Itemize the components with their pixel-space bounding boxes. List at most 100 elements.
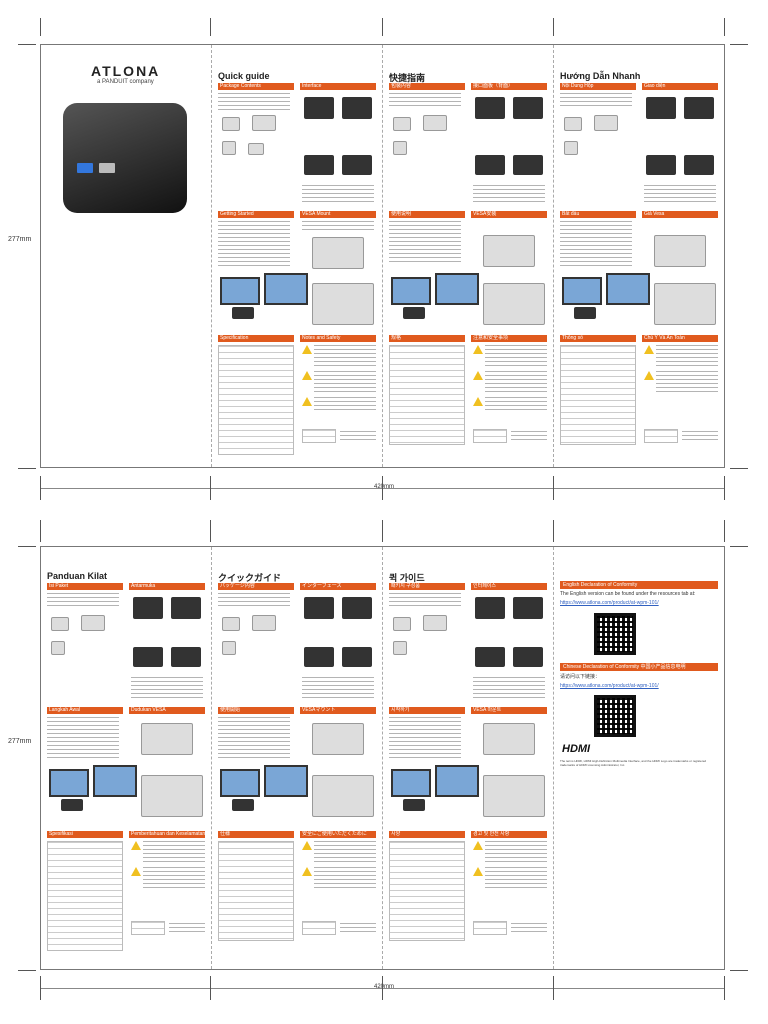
section-heading: 规格 <box>389 335 465 342</box>
section-heading: Notes and Safety <box>300 335 376 342</box>
panel-title: Panduan Kilat <box>47 571 108 581</box>
trim-mark <box>210 520 211 542</box>
section-heading: Spesifikasi <box>47 831 123 838</box>
trim-mark <box>382 976 383 1000</box>
safety-text <box>656 345 718 367</box>
trim-mark <box>724 520 725 542</box>
japanese-panel: クイックガイド パッケージ内容 インターフェース 使用開始 VESAマウント 仕… <box>211 547 382 969</box>
section-heading: Getting Started <box>218 211 294 218</box>
section-heading: Interface <box>300 83 376 90</box>
panel-title: Quick guide <box>218 71 270 81</box>
interface-legend <box>302 677 374 699</box>
body-text <box>560 93 632 109</box>
body-text <box>302 221 374 231</box>
package-item-image <box>564 141 578 155</box>
safety-text <box>314 345 376 367</box>
warning-icon <box>473 371 483 380</box>
section-heading: 包装内容 <box>389 83 465 90</box>
panel-title: クイックガイド <box>218 573 282 583</box>
safety-text <box>485 345 547 367</box>
device-side-image <box>513 647 543 667</box>
monitor-image <box>93 765 137 797</box>
monitor-image <box>562 277 602 305</box>
trim-mark <box>210 18 211 36</box>
interface-legend <box>302 185 374 205</box>
package-item-image <box>564 117 582 131</box>
vesa-diagram <box>654 283 716 325</box>
device-side-image <box>646 155 676 175</box>
warning-icon <box>473 867 483 876</box>
body-text <box>218 93 290 113</box>
device-rear-image <box>513 97 543 119</box>
section-heading: Antarmuka <box>129 583 205 590</box>
device-front-image <box>133 597 163 619</box>
compliance-table <box>644 429 678 443</box>
english-qr-code <box>594 613 636 655</box>
section-heading: パッケージ内容 <box>218 583 294 590</box>
panel-title: Hướng Dẫn Nhanh <box>560 71 641 81</box>
english-declaration-link[interactable]: https://www.atlona.com/product/at-wpm-10… <box>560 600 659 606</box>
chinese-declaration-link[interactable]: https://www.atlona.com/product/at-wpm-10… <box>560 683 659 689</box>
english-panel: Quick guide Package Contents Interface G… <box>211 45 382 467</box>
package-item-image <box>222 141 236 155</box>
hdmi-trademark-note: The terms HDMI, HDMI High-Definition Mul… <box>560 759 707 767</box>
indonesian-panel: Panduan Kilat Isi Paket Antarmuka Langka… <box>41 547 211 969</box>
section-heading: 仕様 <box>218 831 294 838</box>
section-heading: 패키지 구성품 <box>389 583 465 590</box>
device-rear-image <box>342 97 372 119</box>
safety-text <box>314 867 376 889</box>
device-side-image <box>475 155 505 175</box>
section-heading: Giá Vesa <box>642 211 718 218</box>
interface-legend <box>473 677 545 699</box>
vesa-diagram <box>312 723 364 755</box>
monitor-image <box>606 273 650 305</box>
package-item-image <box>423 115 447 131</box>
section-heading: Bắt đầu <box>560 211 636 218</box>
package-item-image <box>393 641 407 655</box>
device-rear-image <box>513 597 543 619</box>
package-item-image <box>252 615 276 631</box>
vesa-diagram <box>141 775 203 817</box>
trim-mark <box>382 476 383 500</box>
warning-icon <box>644 371 654 380</box>
device-side-image <box>171 647 201 667</box>
english-declaration-text: The English version can be found under t… <box>560 591 696 597</box>
body-text <box>389 93 461 109</box>
bottom-sheet: Panduan Kilat Isi Paket Antarmuka Langka… <box>40 546 725 970</box>
trim-mark <box>553 976 554 1000</box>
warning-icon <box>473 345 483 354</box>
section-heading: Langkah Awal <box>47 707 123 714</box>
device-image <box>232 307 254 319</box>
warning-icon <box>302 841 312 850</box>
device-image <box>403 799 425 811</box>
package-item-image <box>222 617 240 631</box>
vesa-diagram <box>654 235 706 267</box>
chinese-declaration-text: 请访问以下链接： <box>560 674 601 680</box>
korean-panel: 퀵 가이드 패키지 구성품 인터페이스 시작하기 VESA 마운트 사양 경고 … <box>382 547 553 969</box>
interface-legend <box>131 677 203 699</box>
interface-legend <box>473 185 545 205</box>
section-heading: VESA Mount <box>300 211 376 218</box>
monitor-image <box>264 765 308 797</box>
interface-legend <box>644 185 716 205</box>
section-heading: Pemberitahuan dan Keselamatan <box>129 831 205 838</box>
safety-text <box>314 371 376 393</box>
cover-panel: ATLONA a PANDUIT company <box>41 45 211 467</box>
device-side-image <box>684 155 714 175</box>
trim-mark <box>40 18 41 36</box>
monitor-image <box>220 769 260 797</box>
device-front-image <box>304 97 334 119</box>
package-item-image <box>252 115 276 131</box>
width-dimension-bottom: 420mm <box>374 984 395 990</box>
device-front-image <box>304 597 334 619</box>
device-image <box>61 799 83 811</box>
safety-text <box>656 371 718 393</box>
trim-mark <box>18 970 36 971</box>
monitor-image <box>435 765 479 797</box>
brand-logo: ATLONA <box>91 63 161 79</box>
safety-text <box>485 371 547 393</box>
monitor-image <box>435 273 479 305</box>
hdmi-logo: HDMI <box>562 743 591 755</box>
package-item-image <box>222 641 236 655</box>
trim-mark <box>210 976 211 1000</box>
